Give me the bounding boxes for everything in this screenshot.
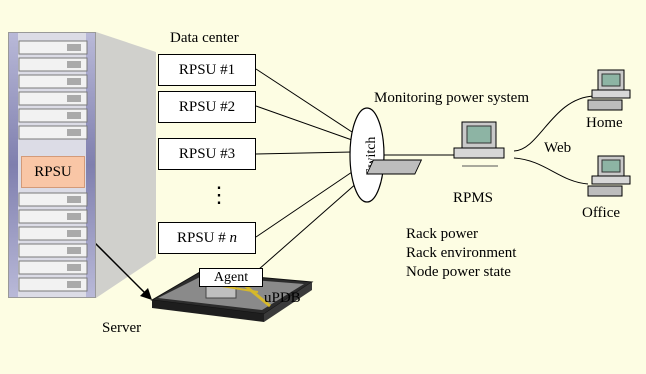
agent-box: Agent [199,268,263,287]
rpms-computer-icon [366,121,505,175]
zoom-wedge [96,32,156,298]
server-icon [150,271,314,322]
office-computer-icon [587,155,631,197]
rpsu-switch-wires [255,68,595,271]
rpsu-box-1: RPSU #1 [158,54,256,86]
switch-ellipse [349,107,385,203]
server-rack: RPSU [8,32,96,298]
rpms-function-rack-environment: Rack environment [406,245,517,261]
rpsu-ellipsis: ⋮ [208,182,230,207]
rpms-function-node-power-state: Node power state [406,264,511,280]
rack-rail-right [86,33,95,297]
rpsu-box-2: RPSU #2 [158,91,256,123]
office-label: Office [582,205,621,221]
rack-rpsu-unit: RPSU [21,156,85,188]
rpms-function-rack-power: Rack power [406,226,479,242]
rpsu-box-n: RPSU # n [158,222,256,254]
rpsu-n-var: n [229,230,238,246]
web-label: Web [544,140,572,156]
monitoring-label: Monitoring power system [374,90,529,106]
server-arrow-line [87,235,149,297]
updb-label: uPDB [264,290,301,306]
rack-units [18,40,88,292]
data-center-label: Data center [170,30,239,46]
rack-rail-left [9,33,18,297]
rpsu-n-prefix: RPSU # [176,230,230,246]
server-label: Server [102,320,142,336]
rpms-label: RPMS [453,190,494,206]
home-computer-icon [587,69,631,111]
rpsu-box-3: RPSU #3 [158,138,256,170]
server-arrow-head [140,288,152,300]
home-label: Home [586,115,623,131]
